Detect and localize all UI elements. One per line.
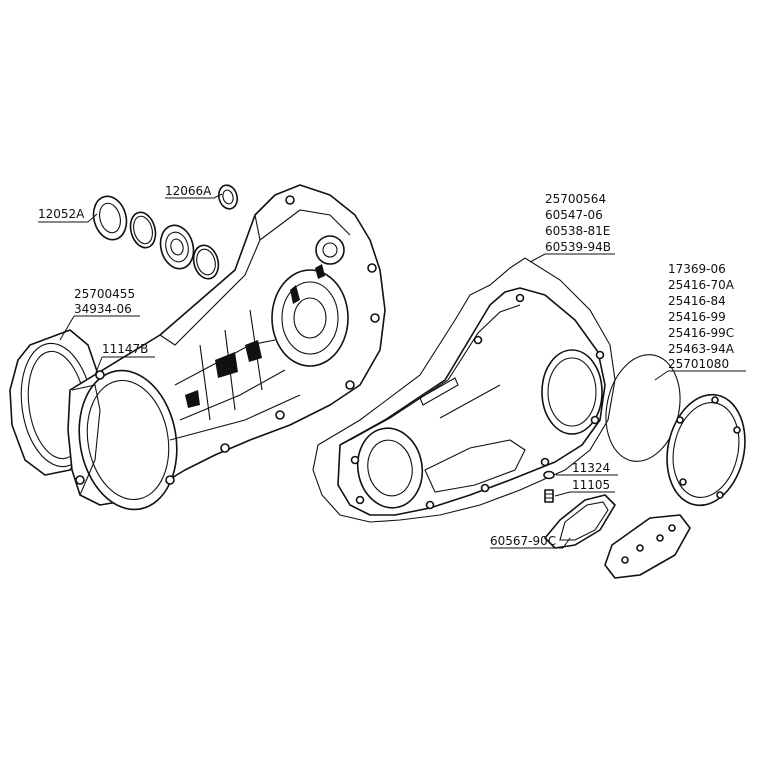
label-60539-94B: 60539-94B — [545, 240, 611, 254]
label-60547-06: 60547-06 — [545, 208, 603, 222]
inner-primary-housing — [67, 184, 386, 511]
inspection-cover — [604, 514, 691, 579]
seal-12066A — [217, 184, 239, 210]
label-25700455: 25700455 — [74, 287, 135, 301]
screw-11105 — [544, 489, 554, 503]
label-34934-06: 34934-06 — [74, 302, 132, 316]
label-25701080: 25701080 — [668, 357, 729, 371]
inspection-cover-gasket — [544, 494, 616, 549]
label-11147B: 11147B — [102, 342, 148, 356]
derby-cover-gasket — [605, 354, 681, 462]
label-25416-99C: 25416-99C — [668, 326, 734, 340]
retaining-ring-upper — [129, 211, 157, 249]
label-12066A: 12066A — [165, 184, 212, 198]
label-60567-90C: 60567-90C — [490, 534, 556, 548]
label-11324: 11324 — [572, 461, 610, 475]
label-17369-06: 17369-06 — [668, 262, 726, 276]
ball-bearing — [159, 224, 195, 270]
part-labels: 12052A 12066A 25700455 34934-06 11147B 2… — [38, 184, 735, 548]
leader-lines — [38, 193, 746, 549]
label-60538-81E: 60538-81E — [545, 224, 610, 238]
retaining-ring-lower — [192, 244, 220, 280]
label-25416-84: 25416-84 — [668, 294, 726, 308]
derby-cover — [666, 393, 746, 507]
o-ring-11324 — [543, 470, 555, 480]
label-25463-94A: 25463-94A — [668, 342, 735, 356]
label-12052A: 12052A — [38, 207, 85, 221]
oil-seal-12052A — [92, 195, 128, 241]
outer-primary-cover — [337, 287, 606, 516]
outer-primary-gasket — [312, 257, 616, 523]
label-25416-70A: 25416-70A — [668, 278, 735, 292]
label-11105: 11105 — [572, 478, 610, 492]
label-25700564: 25700564 — [545, 192, 606, 206]
label-25416-99: 25416-99 — [668, 310, 726, 324]
